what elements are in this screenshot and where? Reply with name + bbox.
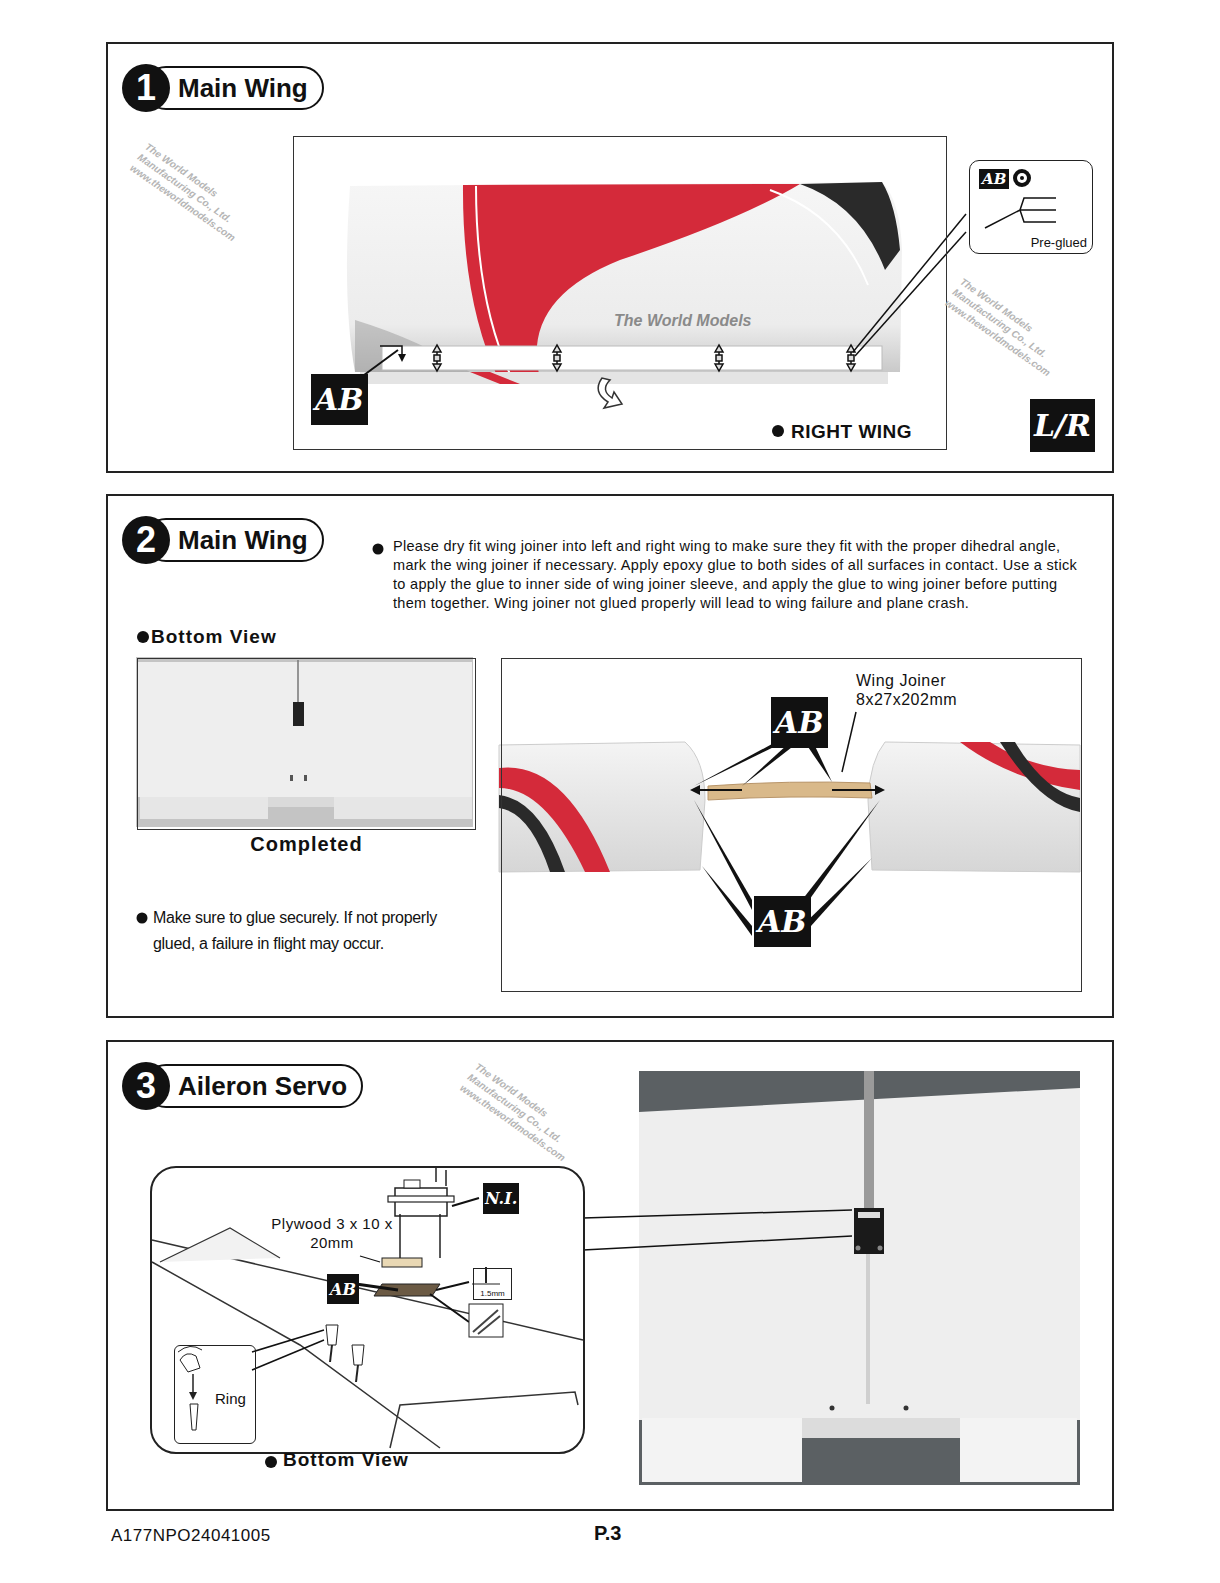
- callout-note: Pre-glued: [1031, 235, 1087, 250]
- glue-badge: AB: [311, 374, 368, 425]
- step-title: Main Wing: [144, 66, 324, 110]
- step-number: 3: [122, 1062, 170, 1110]
- step-number: 1: [122, 64, 170, 112]
- warning-note: Make sure to glue securely. If not prope…: [153, 905, 475, 957]
- side-badge: L/R: [1030, 399, 1095, 452]
- glue-code: AB: [328, 1280, 358, 1299]
- part-label: Wing Joiner 8x27x202mm: [856, 671, 1006, 709]
- photo-frame: RIGHT WING AB: [293, 136, 947, 450]
- watermark: The World Models Manufacturing Co., Ltd.…: [128, 140, 261, 249]
- step-number: 2: [122, 516, 170, 564]
- side-code: L/R: [1030, 408, 1095, 443]
- instruction-text: Please dry fit wing joiner into left and…: [393, 537, 1083, 613]
- drill-box: 1.5mm: [473, 1268, 512, 1300]
- wing-label: RIGHT WING: [791, 421, 912, 443]
- part-label: Ring: [215, 1390, 246, 1407]
- photo-caption: Completed: [138, 833, 475, 856]
- doc-code: A177NPO24041005: [111, 1526, 271, 1546]
- glue-code: AB: [979, 169, 1009, 189]
- page-number: P.3: [594, 1522, 621, 1545]
- callout-box: AB Pre-glued: [969, 160, 1093, 254]
- glue-badge: AB: [754, 896, 811, 947]
- view-label: Bottom View: [283, 1449, 409, 1471]
- wing-print: The World Models: [614, 312, 751, 330]
- glue-badge: AB: [771, 697, 828, 748]
- detail-inset: Ring: [174, 1345, 256, 1444]
- detail-inset: Plywood 3 x 10 x 20mm N.I. AB 1.5mmRing: [150, 1166, 585, 1454]
- note-badge: N.I.: [483, 1183, 519, 1214]
- glue-code: AB: [771, 705, 828, 740]
- glue-badge: AB: [327, 1274, 359, 1304]
- watermark: The World Models Manufacturing Co., Ltd.…: [458, 1060, 591, 1169]
- photo-frame: Completed: [137, 658, 476, 830]
- watermark: The World Models Manufacturing Co., Ltd.…: [943, 275, 1076, 384]
- step-panel: 1Main WingRIGHT WING AB AB Pre-gluedL/R: [106, 42, 1114, 473]
- step-title: Main Wing: [144, 518, 324, 562]
- photo-frame: Wing Joiner 8x27x202mmAB AB: [501, 658, 1082, 992]
- note-code: N.I.: [483, 1189, 519, 1208]
- glue-code: AB: [311, 382, 368, 417]
- step-title: Aileron Servo: [144, 1064, 363, 1108]
- view-label: Bottom View: [151, 626, 277, 648]
- glue-code: AB: [754, 904, 811, 939]
- drill-size: 1.5mm: [474, 1289, 511, 1298]
- step-panel: 3Aileron ServoPlywood 3 x 10 x 20mm N.I. A…: [106, 1040, 1114, 1511]
- part-label: Plywood 3 x 10 x 20mm: [268, 1214, 396, 1252]
